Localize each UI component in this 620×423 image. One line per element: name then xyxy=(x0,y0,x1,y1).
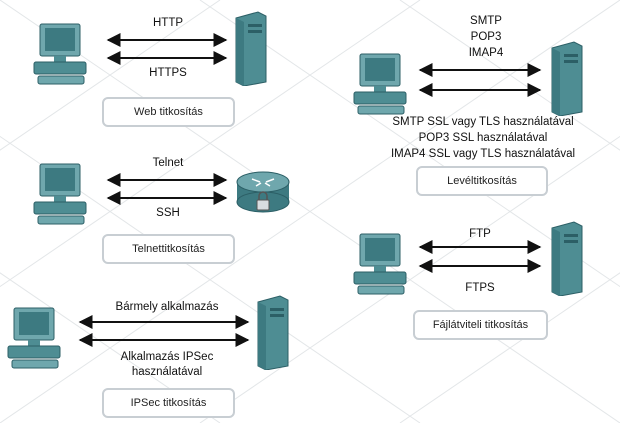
ipsec-server-icon xyxy=(257,295,289,370)
mail-protocol-imap4: IMAP4 xyxy=(468,47,504,59)
telnet-caption-box: Telnettitkosítás xyxy=(102,234,235,264)
web-top-protocol-label: HTTP xyxy=(152,17,184,29)
ipsec-client-computer-icon xyxy=(7,307,61,369)
mail-secure-line-smtp: SMTP SSL vagy TLS használatával xyxy=(392,116,574,128)
ipsec-bottom-line-1: Alkalmazás IPSec xyxy=(120,351,214,363)
telnet-bottom-protocol-label: SSH xyxy=(156,207,180,219)
telnet-client-computer-icon xyxy=(33,163,87,225)
router-with-lock-icon xyxy=(236,171,290,213)
mail-secure-line-pop3: POP3 SSL használatával xyxy=(418,132,548,144)
web-server-icon xyxy=(235,11,267,86)
ftp-top-protocol-label: FTP xyxy=(469,228,491,240)
web-bottom-protocol-label: HTTPS xyxy=(149,67,187,79)
ftp-client-computer-icon xyxy=(353,233,407,295)
ftp-server-icon xyxy=(551,221,583,296)
mail-client-computer-icon xyxy=(353,53,407,115)
mail-protocol-smtp: SMTP xyxy=(470,15,502,27)
ipsec-top-protocol-label: Bármely alkalmazás xyxy=(115,301,219,313)
web-caption-box: Web titkosítás xyxy=(102,97,235,127)
mail-caption-box: Levéltitkosítás xyxy=(416,166,548,196)
telnet-top-protocol-label: Telnet xyxy=(152,157,184,169)
ftp-caption-box: Fájlátviteli titkosítás xyxy=(413,310,548,340)
ipsec-bottom-line-2: használatával xyxy=(131,366,203,378)
ipsec-caption-box: IPSec titkosítás xyxy=(102,388,235,418)
mail-secure-line-imap4: IMAP4 SSL vagy TLS használatával xyxy=(390,148,576,160)
ftp-bottom-protocol-label: FTPS xyxy=(465,282,495,294)
mail-server-icon xyxy=(551,41,583,116)
mail-protocol-pop3: POP3 xyxy=(470,31,502,43)
web-client-computer-icon xyxy=(33,23,87,85)
